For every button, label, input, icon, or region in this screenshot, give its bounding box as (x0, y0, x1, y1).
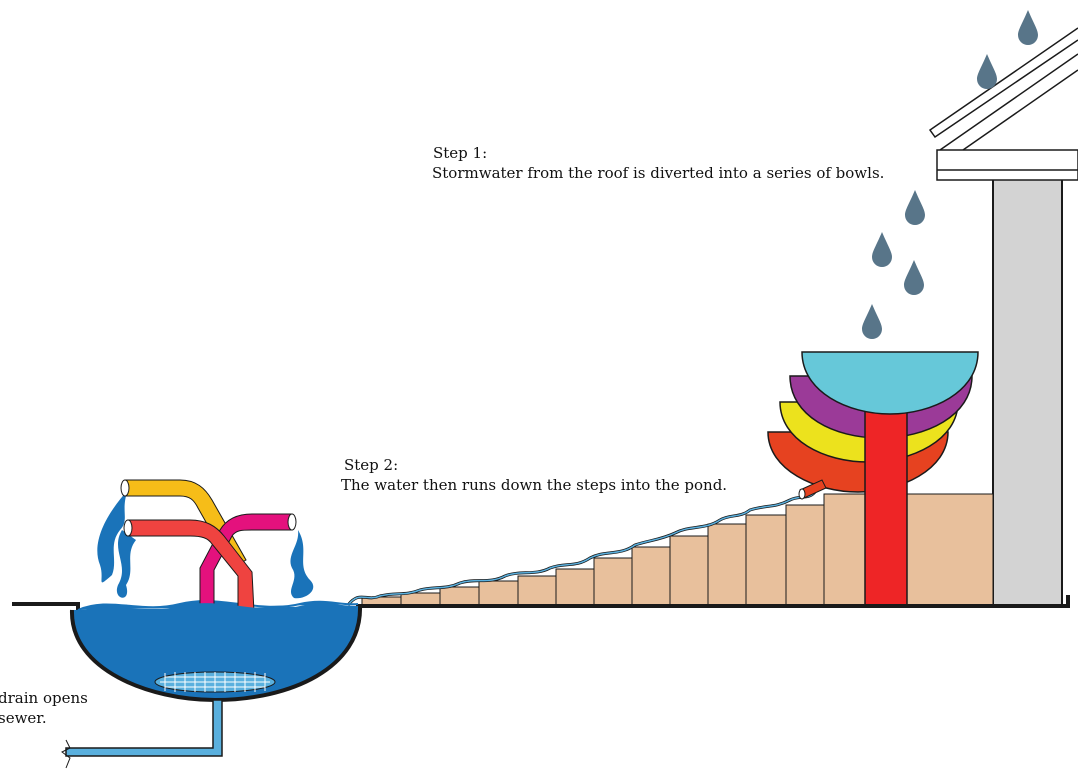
step1-label: Step 1: Stormwater from the roof is dive… (432, 143, 884, 183)
pipe-magenta-end (288, 514, 296, 530)
stair-step (632, 547, 670, 607)
raindrop-icon (872, 232, 892, 267)
raindrop-icon (862, 304, 882, 339)
roof-edge (940, 54, 1078, 150)
water-splash-right (290, 530, 313, 598)
spout-opening (799, 489, 805, 499)
stair-step (746, 515, 786, 607)
step2-text: The water then runs down the steps into … (341, 475, 727, 495)
stair-step (670, 536, 708, 607)
pipe-red-end (124, 520, 132, 536)
stair-step (824, 494, 993, 607)
roof-soffit (937, 150, 1078, 180)
raindrop-icon (1018, 10, 1038, 45)
fountain (80, 480, 356, 616)
pipe-yellow-end (121, 480, 129, 496)
stair-step (556, 569, 594, 607)
pillar (865, 400, 907, 606)
step1-title: Step 1: (432, 143, 884, 163)
stair-step (708, 524, 746, 607)
house-wall (993, 176, 1062, 606)
step1-text: Stormwater from the roof is diverted int… (432, 163, 884, 183)
raindrop-icon (904, 260, 924, 295)
step3-line2: sewer. (0, 708, 88, 728)
drain-grate (155, 672, 275, 692)
step3-label: drain opens sewer. (0, 688, 88, 728)
raindrop-icon (905, 190, 925, 225)
stair-step (594, 558, 632, 607)
step2-label: Step 2: The water then runs down the ste… (341, 455, 727, 495)
drain-pipe (66, 700, 222, 756)
pipe-red (128, 520, 254, 612)
water-splash-left-2 (117, 530, 136, 598)
stair-step (786, 505, 824, 607)
stair-step (518, 576, 556, 607)
step3-line1: drain opens (0, 688, 88, 708)
pond (62, 601, 360, 768)
raindrop-icon (977, 54, 997, 89)
step2-title: Step 2: (341, 455, 727, 475)
stair-step (479, 581, 518, 607)
